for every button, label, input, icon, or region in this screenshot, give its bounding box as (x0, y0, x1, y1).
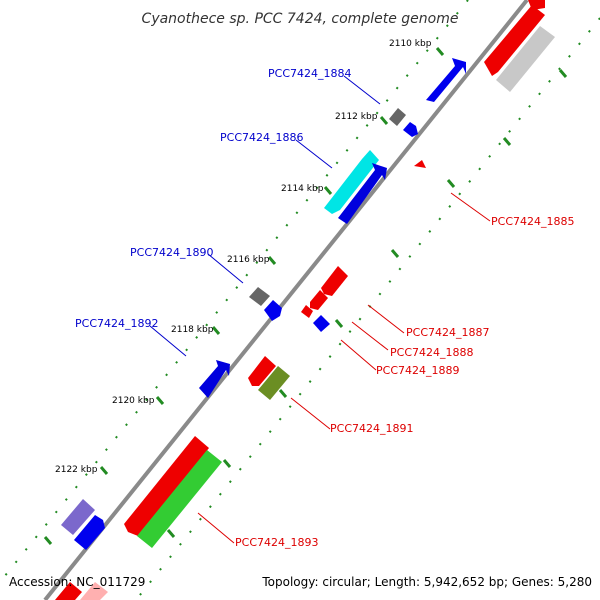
tick-label: 2112 kbp (335, 112, 378, 122)
reverse-features (55, 0, 555, 600)
gene-arrow-1886[interactable] (338, 163, 387, 224)
gene-arrow-red-1891[interactable] (248, 356, 276, 386)
gene-label[interactable]: PCC7424_1887 (406, 326, 489, 339)
genome-summary-text: Topology: circular; Length: 5,942,652 bp… (261, 575, 592, 589)
gene-arrow-small[interactable] (403, 122, 418, 137)
tick-label: 2120 kbp (112, 396, 155, 406)
gene-label[interactable]: PCC7424_1892 (75, 317, 158, 330)
gene-arrow-1884[interactable] (426, 58, 466, 102)
tick-label: 2110 kbp (389, 39, 432, 49)
tick-label: 2114 kbp (281, 184, 324, 194)
forward-features (61, 58, 466, 550)
gene-label[interactable]: PCC7424_1890 (130, 246, 213, 259)
feature-lavender[interactable] (61, 499, 95, 535)
leader-lines (149, 75, 491, 544)
gene-arrow-1890[interactable] (264, 300, 282, 321)
feature-gray[interactable] (249, 287, 270, 306)
tick-label: 2122 kbp (55, 465, 98, 475)
gene-arrow-1889[interactable] (313, 315, 330, 332)
gene-arrow-1892b[interactable] (74, 515, 105, 550)
tick-label: 2118 kbp (171, 325, 214, 335)
accession-text: Accession: NC_011729 (9, 575, 145, 589)
gene-label[interactable]: PCC7424_1889 (376, 364, 459, 377)
map-title: Cyanothece sp. PCC 7424, complete genome (142, 11, 459, 27)
gene-arrow-small-red[interactable] (301, 305, 313, 318)
gene-arrow-1892[interactable] (199, 360, 230, 398)
gene-arrow-1893[interactable] (124, 436, 209, 536)
major-ticks (43, 47, 568, 545)
gene-label[interactable]: PCC7424_1888 (390, 346, 473, 359)
genome-backbone (43, 0, 529, 600)
gene-label[interactable]: PCC7424_1884 (268, 67, 351, 80)
gene-arrow-1888[interactable] (310, 290, 328, 310)
inner-tick-track (0, 0, 469, 583)
gene-arrow-1887[interactable] (321, 266, 348, 296)
gene-arrow-red-bottom[interactable] (55, 582, 82, 600)
gene-label[interactable]: PCC7424_1885 (491, 215, 574, 228)
outer-tick-track (135, 17, 600, 600)
gene-arrow-red-top[interactable] (484, 5, 545, 76)
feature-light-gray[interactable] (496, 26, 555, 92)
feature-green[interactable] (137, 450, 222, 548)
gene-arrow-1885[interactable] (414, 160, 426, 168)
gene-label[interactable]: PCC7424_1893 (235, 536, 318, 549)
feature-olive[interactable] (258, 366, 290, 400)
feature-gray[interactable] (389, 108, 406, 126)
gene-label[interactable]: PCC7424_1886 (220, 131, 303, 144)
feature-cyan[interactable] (324, 150, 379, 214)
gene-label[interactable]: PCC7424_1891 (330, 422, 413, 435)
feature-pink[interactable] (80, 582, 108, 600)
gene-arrow-red-top2[interactable] (528, 0, 545, 10)
tick-label: 2116 kbp (227, 255, 270, 265)
